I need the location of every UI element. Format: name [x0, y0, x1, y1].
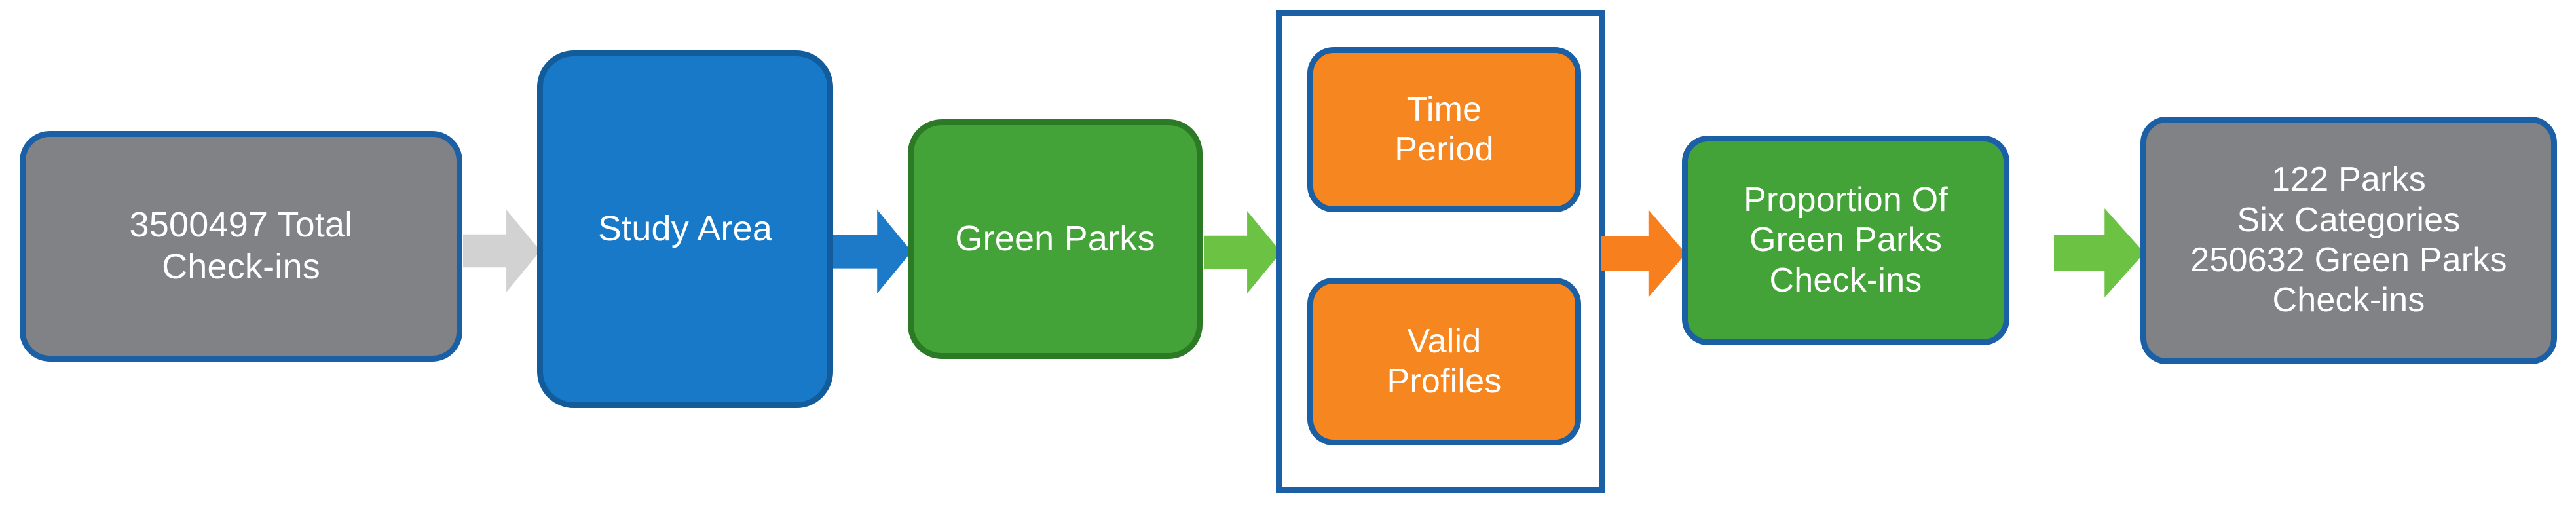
node-results-summary[interactable]: 122 Parks Six Categories 250632 Green Pa…	[2140, 117, 2557, 364]
node-total-checkins-label: 3500497 Total Check-ins	[129, 205, 353, 286]
arrow-right-icon-parks-to-filters	[1204, 211, 1281, 293]
arrow-right-icon-study-to-parks	[833, 210, 912, 293]
node-proportion-label: Proportion Of Green Parks Check-ins	[1744, 180, 1948, 299]
node-total-checkins[interactable]: 3500497 Total Check-ins	[20, 131, 462, 362]
node-study-area[interactable]: Study Area	[537, 50, 833, 408]
node-proportion-green-parks-checkins[interactable]: Proportion Of Green Parks Check-ins	[1682, 136, 2009, 345]
node-valid-profiles[interactable]: Valid Profiles	[1307, 278, 1581, 445]
node-green-parks-label: Green Parks	[955, 219, 1155, 259]
node-time-period[interactable]: Time Period	[1307, 47, 1581, 212]
node-green-parks[interactable]: Green Parks	[908, 119, 1203, 359]
node-valid-profiles-label: Valid Profiles	[1387, 322, 1502, 400]
arrow-right-icon-proportion-to-results	[2054, 208, 2144, 297]
arrow-right-icon-filters-to-proportion	[1601, 210, 1686, 297]
node-study-area-label: Study Area	[597, 209, 773, 249]
arrow-right-icon-total-to-study	[463, 210, 540, 292]
node-results-label: 122 Parks Six Categories 250632 Green Pa…	[2190, 160, 2507, 320]
node-time-period-label: Time Period	[1394, 90, 1494, 168]
